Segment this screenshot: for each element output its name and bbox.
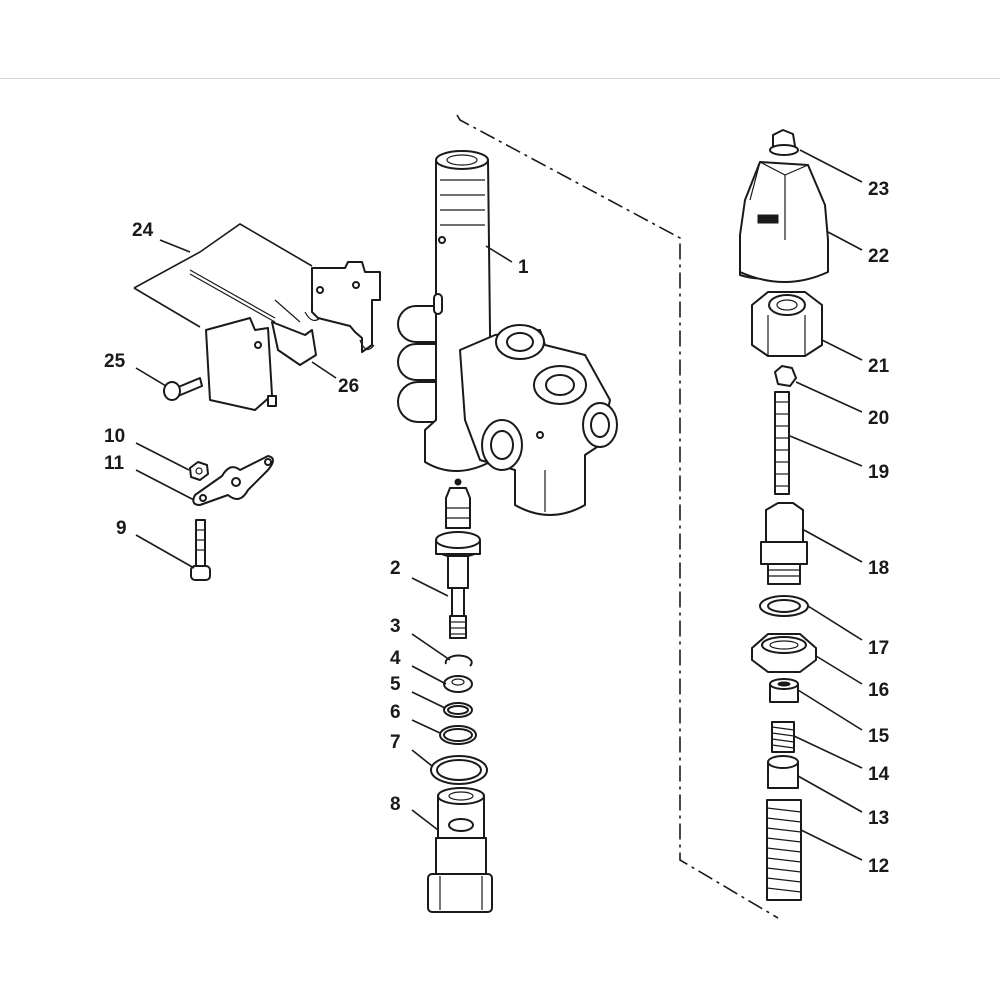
assembly-centerline [456,114,779,919]
callout-18: 18 [868,558,889,579]
part-nut-20 [774,365,797,387]
part-spring-cup-13 [767,755,799,789]
part-adjuster-18 [760,502,808,585]
callout-24: 24 [132,220,154,241]
callout-4: 4 [390,648,401,669]
callout-8: 8 [390,794,401,815]
callout-19: 19 [868,462,889,483]
part-oring-7 [430,755,488,785]
part-microswitch [189,269,317,366]
part-spring-14 [771,721,795,753]
leader-lines [133,149,863,861]
part-cap-22 [739,161,829,283]
callout-25: 25 [104,351,126,372]
header-divider [0,78,1000,79]
callout-9: 9 [116,518,127,539]
callout-16: 16 [868,680,889,701]
callout-5: 5 [390,674,401,695]
part-screw-9 [190,519,211,581]
callout-2: 2 [390,558,401,579]
part-washer-4 [443,675,473,693]
part-oring-6 [439,725,477,745]
callout-21: 21 [868,356,890,377]
part-spring-12 [766,799,802,901]
part-valve-seat-8 [427,787,493,913]
part-retaining-ring-3 [444,654,473,667]
callout-13: 13 [868,808,889,829]
callout-15: 15 [868,726,890,747]
part-spring-seat-15 [769,678,799,703]
callout-7: 7 [390,732,401,753]
part-microswitch-cover [205,317,277,411]
part-nut-10 [189,461,209,481]
part-nut-21 [751,291,823,357]
part-washer-17 [759,595,809,617]
part-valve-housing [397,150,618,516]
callout-11: 11 [104,453,125,474]
part-plate-11 [192,455,274,506]
callout-17: 17 [868,638,889,659]
callout-10: 10 [104,426,125,447]
callout-22: 22 [868,246,889,267]
part-valve-piston [435,478,481,639]
callout-20: 20 [868,408,889,429]
part-nut-16 [751,633,817,673]
callout-12: 12 [868,856,889,877]
callout-26: 26 [338,376,359,397]
part-switch-bracket [304,261,381,353]
part-nut-23 [769,129,799,156]
callout-23: 23 [868,179,889,200]
part-screw-25 [163,377,203,401]
part-threaded-rod-19 [774,391,790,495]
callout-3: 3 [390,616,401,637]
callout-14: 14 [868,764,890,785]
part-oring-5 [443,702,473,718]
callout-6: 6 [390,702,401,723]
callout-1: 1 [518,257,529,278]
